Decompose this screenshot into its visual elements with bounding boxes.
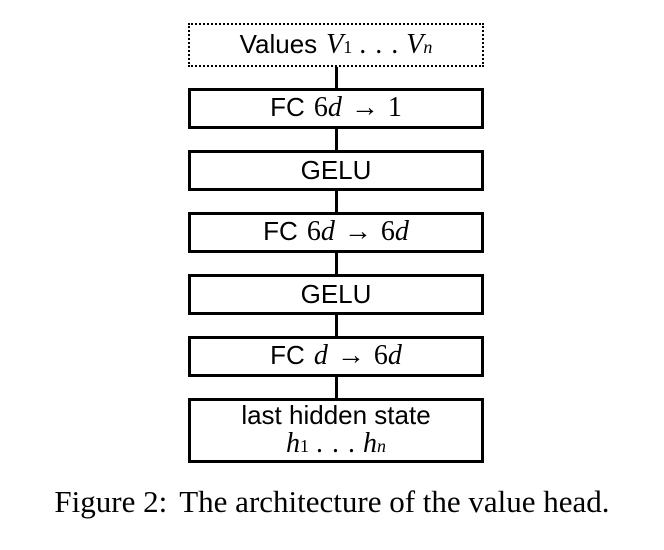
gelu-layer-upper: GELU bbox=[188, 150, 484, 191]
hidden-var-last: h bbox=[363, 428, 377, 460]
connector-line-1 bbox=[334, 67, 338, 88]
fc-in-var: d bbox=[320, 216, 335, 248]
right-arrow: → bbox=[343, 216, 372, 248]
figure-caption-text: The architecture of the value head. bbox=[179, 484, 610, 519]
values-var-last: V bbox=[406, 28, 424, 60]
values-sub-first: 1 bbox=[343, 36, 353, 57]
fc-out-var: d bbox=[394, 216, 409, 248]
connector-line-5 bbox=[334, 315, 338, 336]
hidden-var-first: h bbox=[286, 428, 300, 460]
connector-line-3 bbox=[334, 191, 338, 212]
fc-in-var: d bbox=[327, 92, 342, 124]
fc-out-coeff: 6 bbox=[380, 216, 395, 248]
figure-caption: Figure 2: The architecture of the value h… bbox=[0, 484, 664, 520]
fc-out-coeff: 6 bbox=[373, 340, 388, 372]
fc-prefix: FC bbox=[270, 92, 305, 123]
hidden-sub-last: n bbox=[377, 436, 386, 457]
gelu-upper-label: GELU bbox=[300, 155, 372, 186]
values-var-first: V bbox=[326, 28, 344, 60]
hidden-state-line1: last hidden state bbox=[241, 399, 431, 430]
fc-prefix: FC bbox=[263, 216, 298, 247]
ellipsis: . . . bbox=[316, 428, 356, 460]
values-word: Values bbox=[239, 28, 318, 59]
fc-out-var: d bbox=[387, 340, 402, 372]
hidden-sub-first: 1 bbox=[300, 436, 309, 457]
fc-in-var: d bbox=[313, 340, 328, 372]
fc-in-coeff: 6 bbox=[306, 216, 321, 248]
figure-caption-label: Figure 2: bbox=[54, 484, 168, 519]
values-sub-last: n bbox=[423, 36, 433, 57]
fc-out-coeff: 1 bbox=[387, 92, 402, 124]
right-arrow: → bbox=[350, 92, 379, 124]
connector-line-6 bbox=[334, 377, 338, 398]
ellipsis: . . . bbox=[359, 28, 400, 60]
right-arrow: → bbox=[336, 340, 365, 372]
fc-prefix: FC bbox=[270, 340, 305, 371]
connector-line-2 bbox=[334, 129, 338, 150]
fc-in-coeff: 6 bbox=[313, 92, 328, 124]
gelu-lower-label: GELU bbox=[300, 279, 372, 310]
connector-line-4 bbox=[334, 253, 338, 274]
gelu-layer-lower: GELU bbox=[188, 274, 484, 315]
